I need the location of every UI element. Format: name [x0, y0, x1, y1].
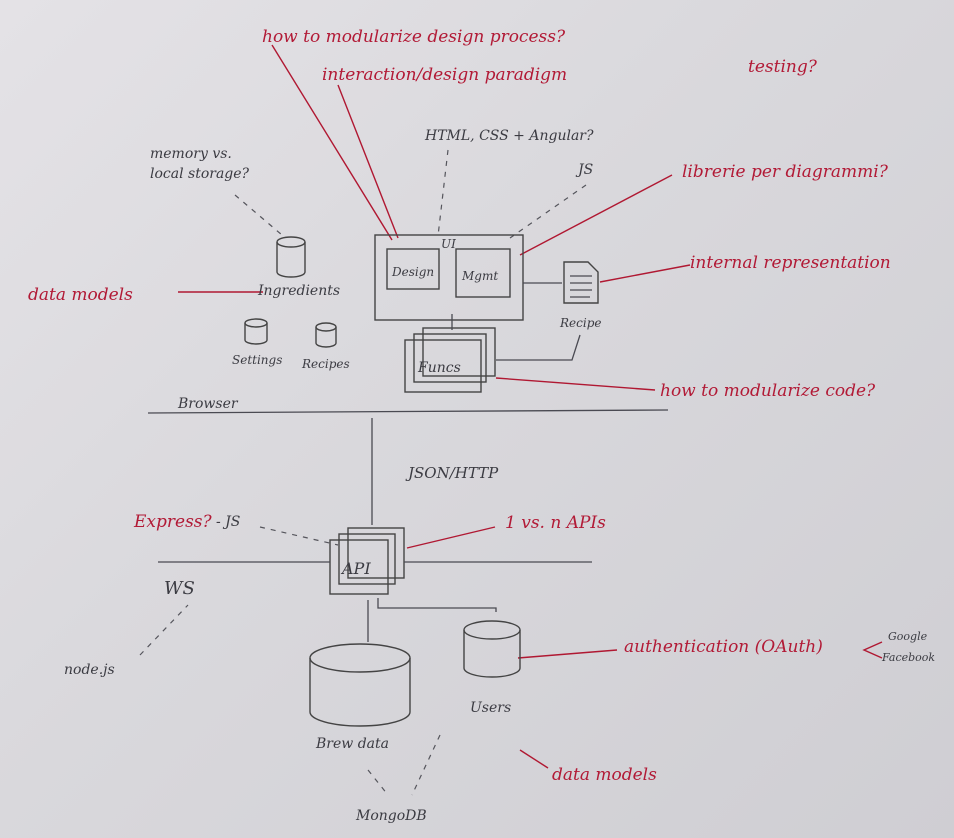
auth-leader [517, 649, 618, 659]
design-label: Design [391, 265, 434, 279]
design-process-note: how to modularize design process? [262, 27, 566, 47]
ui-box [374, 234, 524, 321]
mongodb-left-leader [367, 769, 389, 796]
google-note: Google [888, 630, 928, 643]
data-models-bottom-note: data models [552, 765, 657, 785]
local-storage-note: local storage? [150, 166, 250, 182]
js-express-note: - JS [216, 514, 240, 530]
nodejs-leader [139, 604, 189, 656]
ingredients-db [276, 236, 306, 278]
recipe-funcs-arrow [496, 334, 581, 361]
html-css-note: HTML, CSS + Angular? [424, 128, 594, 144]
express-note: Express? [133, 512, 213, 532]
brew-data-db [309, 643, 411, 727]
testing-note: testing? [748, 57, 818, 77]
apis-leader [406, 526, 496, 549]
apis-note: 1 vs. n APIs [505, 513, 606, 533]
paradigm-leader [337, 84, 399, 239]
internal-repr-leader [599, 264, 691, 283]
data-models-bottom-leader [519, 749, 549, 769]
mongodb-note: MongoDB [355, 808, 427, 824]
design-box [386, 248, 440, 290]
libraries-note: librerie per diagrammi? [682, 162, 889, 182]
memory-note: memory vs. [150, 146, 232, 162]
mgmt-box [455, 248, 511, 298]
recipe-doc [563, 261, 599, 304]
internal-repr-note: internal representation [690, 253, 891, 273]
html-leader [437, 149, 449, 237]
api-box-front [329, 539, 389, 595]
users-api-arrow [377, 598, 497, 612]
api-box-back [347, 527, 405, 579]
modularize-code-note: how to modularize code? [660, 381, 876, 401]
mongodb-right-leader [411, 734, 441, 796]
js-top-note: JS [575, 162, 593, 178]
funcs-label: Funcs [417, 360, 461, 376]
google-facebook-bracket [862, 641, 883, 659]
ingredients-label: Ingredients [257, 283, 340, 299]
recipes-label: Recipes [301, 357, 350, 371]
browser-label: Browser [177, 396, 239, 412]
recipe-label: Recipe [559, 316, 601, 330]
funcs-box-front [404, 339, 482, 393]
recipes-db [315, 322, 337, 348]
auth-note: authentication (OAuth) [624, 637, 823, 657]
users-db [463, 620, 521, 678]
settings-db [244, 318, 268, 345]
js-top-leader [509, 184, 587, 239]
ui-label: UI [441, 237, 456, 251]
mgmt-label: Mgmt [461, 269, 498, 283]
express-leader [259, 526, 339, 546]
paradigm-note: interaction/design paradigm [322, 65, 567, 85]
design-process-leader [271, 44, 393, 241]
api-label: API [340, 559, 371, 578]
modularize-code-leader [495, 377, 656, 391]
data-models-note: data models [28, 285, 133, 305]
libraries-leader [519, 174, 673, 256]
users-label: Users [470, 700, 511, 716]
brew-data-label: Brew data [315, 736, 389, 752]
funcs-box-back [422, 327, 496, 377]
nodejs-note: node.js [64, 662, 115, 678]
api-box-mid [338, 533, 396, 585]
memory-leader [234, 194, 283, 236]
ws-label: WS [164, 578, 195, 599]
browser-separator [147, 409, 669, 414]
facebook-note: Facebook [881, 651, 935, 664]
funcs-box-mid [413, 333, 487, 383]
json-http-label: JSON/HTTP [405, 464, 499, 482]
settings-label: Settings [232, 353, 282, 367]
